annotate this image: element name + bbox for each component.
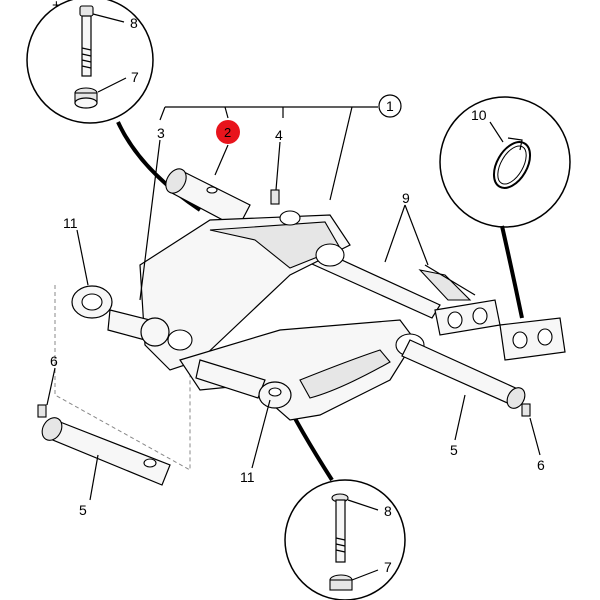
upper-frame-top <box>209 221 341 269</box>
callout-2-highlighted[interactable]: 2 <box>216 120 240 144</box>
center-bushings <box>195 359 292 409</box>
detail-circle-bottom: 8 7 <box>284 479 406 600</box>
dashed-outline-left <box>54 285 191 471</box>
callout-5-left: 5 <box>79 502 87 518</box>
callout-4: 4 <box>275 127 283 143</box>
right-pin <box>401 339 531 417</box>
callout-5-right: 5 <box>450 442 458 458</box>
svg-text:1: 1 <box>386 98 394 114</box>
bolt-illustration-bottom <box>331 493 349 563</box>
callout-6-right: 6 <box>537 457 545 473</box>
nut-illustration <box>74 87 98 109</box>
nut-illustration-bottom <box>329 574 353 591</box>
leader-lines <box>46 106 541 501</box>
leader-thick-right <box>500 225 524 319</box>
bolt-illustration <box>79 5 94 77</box>
grease-nipple-top <box>270 189 280 205</box>
callout-7-top: 7 <box>131 69 139 85</box>
callout-9: 9 <box>402 190 410 206</box>
callout-8-top: 8 <box>130 15 138 31</box>
left-bushings <box>71 285 193 351</box>
rocker-assembly <box>71 168 531 421</box>
callout-1: 1 <box>378 94 402 118</box>
clip-ring-illustration <box>492 137 532 189</box>
callout-11-bottom: 11 <box>240 469 255 485</box>
long-shaft <box>311 249 476 319</box>
callout-8-bottom: 8 <box>384 503 392 519</box>
callout-3: 3 <box>157 125 165 141</box>
loose-pin-left <box>37 404 171 486</box>
svg-text:2: 2 <box>224 125 231 140</box>
detail-circle-top-left: 8 7 <box>26 0 154 124</box>
wear-plates <box>434 299 566 361</box>
callout-10: 10 <box>471 107 487 123</box>
callout-7-bottom: 7 <box>384 559 392 575</box>
detail-circle-right: 10 <box>439 96 571 228</box>
callout-11-left: 11 <box>63 215 78 231</box>
callout-6-left: 6 <box>50 353 58 369</box>
